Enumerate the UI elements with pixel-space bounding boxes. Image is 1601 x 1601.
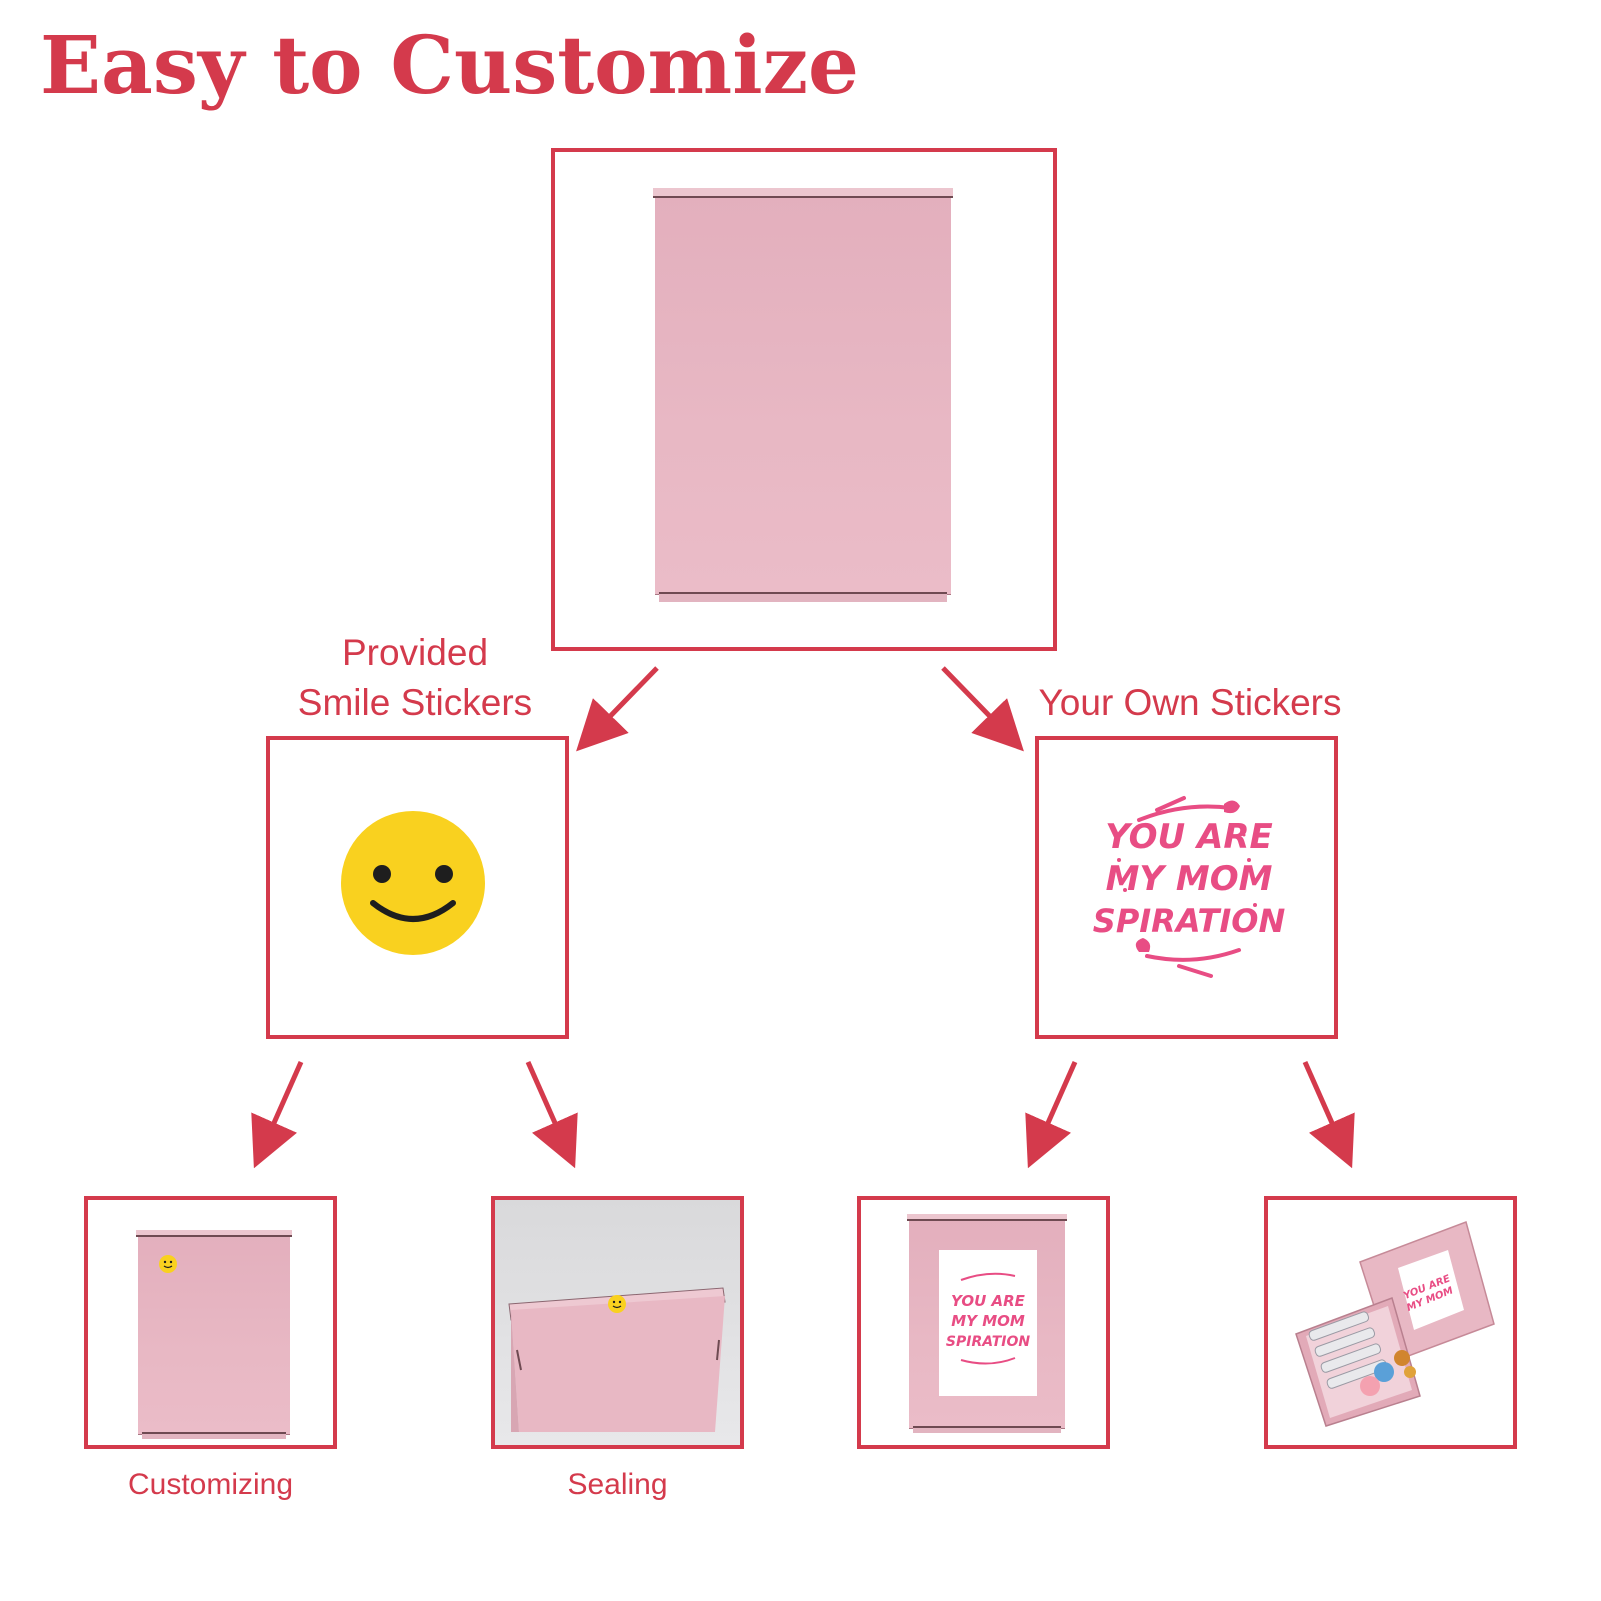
arrow-to-own-applied <box>1025 1060 1078 1169</box>
provided-label: Provided Smile Stickers <box>297 632 533 723</box>
arrow-to-smile <box>576 666 659 752</box>
svg-text:MY MOM: MY MOM <box>951 1312 1025 1330</box>
pink-box-image <box>653 188 953 602</box>
smile-sticker-frame <box>266 736 569 1039</box>
applied-mom-sticker: YOU ARE MY MOM SPIRATION <box>939 1250 1037 1396</box>
sticker-line-1: YOU ARE <box>1105 817 1272 857</box>
page-title: Easy to Customize <box>40 18 859 112</box>
sticker-line-3: SPIRATION <box>1093 902 1286 940</box>
sealing-label: Sealing <box>567 1468 668 1501</box>
own-stickers-label: Your Own Stickers <box>1038 682 1342 723</box>
plain-box-frame <box>551 148 1057 651</box>
sticker-line-2: MY MOM <box>1106 859 1273 899</box>
box-with-mom-sticker-image: YOU ARE MY MOM SPIRATION <box>907 1214 1067 1433</box>
box-with-smiley-image <box>136 1230 292 1439</box>
arrow-to-sealing <box>525 1060 578 1169</box>
smiley-icon <box>341 811 485 955</box>
own-sticker-frame: YOU ARE MY MOM SPIRATION <box>1035 736 1338 1039</box>
small-smiley-icon <box>159 1255 177 1273</box>
opened-gift-box-image: YOU ARE MY MOM <box>1295 1221 1495 1427</box>
arrow-to-customizing <box>251 1060 304 1169</box>
own-sticker-applied-frame: YOU ARE MY MOM SPIRATION <box>857 1196 1110 1449</box>
customizing-frame <box>84 1196 337 1449</box>
svg-text:YOU ARE: YOU ARE <box>951 1292 1026 1310</box>
svg-text:SPIRATION: SPIRATION <box>946 1334 1030 1350</box>
opened-box-frame: YOU ARE MY MOM <box>1264 1196 1517 1449</box>
mom-sticker-graphic: YOU ARE MY MOM SPIRATION <box>1093 796 1286 978</box>
customizing-label: Customizing <box>127 1468 294 1501</box>
arrow-to-own-open <box>1302 1060 1355 1169</box>
sealed-box-image <box>508 1287 726 1432</box>
sealing-frame <box>491 1196 744 1449</box>
arrow-to-own <box>941 666 1024 752</box>
